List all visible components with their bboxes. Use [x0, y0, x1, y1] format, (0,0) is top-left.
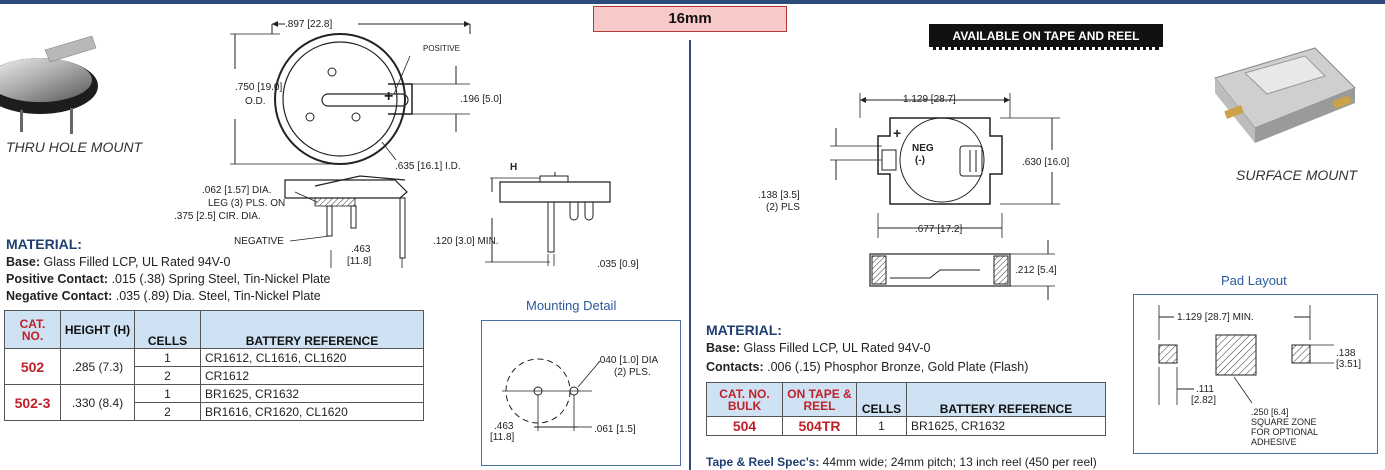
pad-gap-mm: [2.82] [1191, 395, 1217, 406]
cat-no-cell: 502 [4, 348, 61, 385]
negative-label: NEGATIVE [234, 236, 284, 247]
surface-mount-caption: SURFACE MOUNT [1236, 167, 1358, 183]
cells-cell: 2 [134, 402, 201, 421]
cat-no-cell: 502-3 [4, 384, 61, 421]
smt-dim-side-h: .212 [5.4] [1015, 265, 1057, 276]
dim-min: .120 [3.0] MIN. [433, 236, 499, 247]
leg-dia: .062 [1.57] DIA. [202, 185, 272, 196]
cells-cell: 2 [134, 366, 201, 385]
height-cell: .285 (7.3) [60, 348, 135, 385]
dim-od-label: O.D. [245, 96, 266, 107]
mounting-detail-drawing [502, 358, 601, 431]
table-row: 502-3 .330 (8.4) 1 BR1625, CR1632 [4, 384, 424, 421]
smt-dim-pls-count: (2) PLS [766, 202, 800, 213]
col-battery-ref: BATTERY REFERENCE [200, 310, 424, 349]
pad-layout-title: Pad Layout [1221, 273, 1287, 288]
mounting-detail-title: Mounting Detail [526, 298, 617, 313]
page-title: 16mm [593, 6, 787, 32]
mount-offset: .061 [1.5] [594, 424, 636, 435]
smt-neg-label: NEG [912, 143, 934, 154]
tape-reel-footnote: Tape & Reel Spec's: 44mm wide; 24mm pitc… [706, 455, 1097, 469]
pad-gap: .111 [1196, 384, 1214, 395]
dim-od: .750 [19.0] [235, 82, 283, 93]
mount-spacing: .463 [494, 421, 514, 432]
pad-zone-adhesive: ADHESIVE [1251, 437, 1297, 447]
positive-label: POSITIVE [423, 44, 460, 53]
dim-leg-spacing-mm: [11.8] [347, 256, 372, 267]
thru-hole-spec-table: CAT. NO. HEIGHT (H) CELLS BATTERY REFERE… [4, 310, 424, 421]
height-cell: .330 (8.4) [60, 384, 135, 421]
section-divider [689, 40, 691, 470]
table-row: 502 .285 (7.3) 1 CR1612, CL1616, CL1620 [4, 348, 424, 385]
smt-dim-pad-span: .677 [17.2] [915, 224, 963, 235]
cells-cell: 1 [134, 384, 201, 403]
dim-id: .635 [16.1] I.D. [395, 161, 461, 172]
smt-neg-sign: (-) [915, 155, 925, 166]
dim-pin: .035 [0.9] [597, 259, 639, 270]
bulk-cell: 504 [706, 416, 783, 436]
pad-zone-optional: FOR OPTIONAL [1251, 427, 1319, 437]
cells-cell: 1 [134, 348, 201, 367]
pad-min-dim: 1.129 [28.7] MIN. [1177, 312, 1254, 323]
table-row: 2 CR1612 [5, 366, 424, 385]
cells-cell: 1 [856, 416, 907, 436]
thru-hole-photo [0, 35, 98, 134]
leg-count: LEG (3) PLS. ON [208, 198, 286, 209]
surface-mount-side-view [869, 240, 1055, 300]
battery-ref-cell: BR1625, CR1632 [906, 416, 1106, 436]
left-material-heading: MATERIAL: [6, 236, 82, 252]
dim-leg-spacing: .463 [351, 244, 371, 255]
col-height: HEIGHT (H) [60, 310, 135, 349]
battery-ref-cell: BR1616, CR1620, CL1620 [200, 402, 424, 421]
positive-plus-icon: + [384, 88, 394, 105]
top-rule [0, 0, 1385, 4]
leg-circle: .375 [2.5] CIR. DIA. [174, 211, 261, 222]
smt-plus-icon: + [893, 125, 902, 141]
battery-ref-cell: BR1625, CR1632 [200, 384, 424, 403]
col-cat-bulk: CAT. NO. BULK [706, 382, 783, 417]
mount-hole-dia: .040 [1.0] DIA [597, 355, 659, 366]
col-cells: CELLS [856, 382, 907, 417]
thru-hole-side-view [284, 175, 408, 268]
thru-hole-caption: THRU HOLE MOUNT [6, 139, 143, 155]
right-material-heading: MATERIAL: [706, 322, 782, 338]
table-row: 504 504TR 1 BR1625, CR1632 [706, 416, 1106, 436]
smt-dim-height: .630 [16.0] [1022, 157, 1070, 168]
mounting-detail-box: .040 [1.0] DIA (2) PLS. .463 [11.8] .061… [481, 320, 681, 466]
tape-reel-banner: AVAILABLE ON TAPE AND REEL [929, 24, 1163, 50]
surface-mount-top-view [830, 93, 1060, 238]
left-material-negative: Negative Contact: .035 (.89) Dia. Steel,… [6, 289, 321, 303]
smt-dim-pls: .138 [3.5] [758, 190, 800, 201]
battery-ref-cell: CR1612, CL1616, CL1620 [200, 348, 424, 367]
col-cells: CELLS [134, 310, 201, 349]
right-material-contacts: Contacts: .006 (.15) Phosphor Bronze, Go… [706, 360, 1029, 374]
right-material-base: Base: Glass Filled LCP, UL Rated 94V-0 [706, 341, 931, 355]
pad-side-dim: .138 [3.51] [1336, 348, 1362, 370]
surface-mount-photo [1214, 47, 1356, 143]
col-battery-ref: BATTERY REFERENCE [906, 382, 1106, 417]
mount-hole-count: (2) PLS. [614, 367, 651, 378]
dim-width: .897 [22.8] [285, 19, 333, 30]
thru-hole-top-view [230, 21, 471, 165]
col-tape-reel: ON TAPE & REEL [782, 382, 857, 417]
pad-zone-size: .250 [6.4] [1251, 407, 1289, 417]
pad-zone-label: SQUARE ZONE [1251, 417, 1317, 427]
height-side-view [485, 172, 611, 266]
table-row: 2 BR1616, CR1620, CL1620 [5, 402, 424, 421]
dim-pos-offset: .196 [5.0] [460, 94, 502, 105]
tape-cell: 504TR [782, 416, 857, 436]
left-material-base: Base: Glass Filled LCP, UL Rated 94V-0 [6, 255, 231, 269]
dim-h: H [510, 162, 518, 173]
smt-spec-table: CAT. NO. BULK ON TAPE & REEL CELLS BATTE… [706, 382, 1106, 436]
col-cat-no: CAT. NO. [4, 310, 61, 349]
mount-spacing-mm: [11.8] [490, 432, 515, 443]
pad-layout-box: 1.129 [28.7] MIN. .138 [3.51] .111 [2.82… [1133, 294, 1378, 454]
battery-ref-cell: CR1612 [200, 366, 424, 385]
smt-dim-width: 1.129 [28.7] [903, 94, 956, 105]
pad-layout-drawing [1158, 305, 1334, 405]
left-material-positive: Positive Contact: .015 (.38) Spring Stee… [6, 272, 331, 286]
